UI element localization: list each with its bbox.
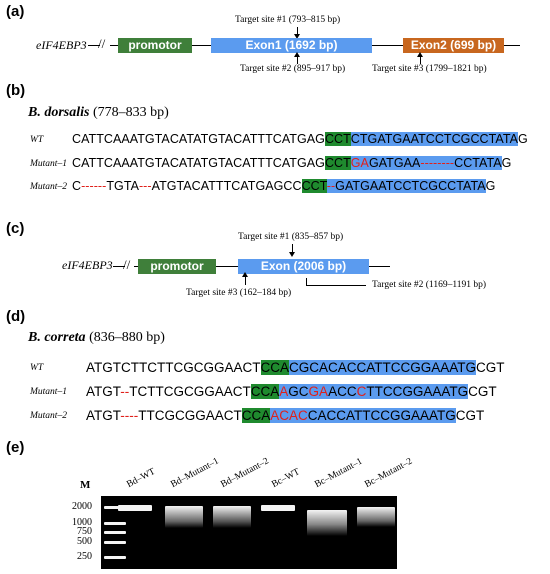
ladder-250: 250 xyxy=(77,551,92,562)
row-label-mutant-1-d: Mutant–1 xyxy=(30,387,67,397)
promotor-box-c: promotor xyxy=(138,259,216,274)
ladder-2000: 2000 xyxy=(72,501,92,512)
gene-name: eIF4EBP3 xyxy=(36,38,87,52)
gel-image xyxy=(101,496,397,569)
band-bc-wt xyxy=(261,505,295,511)
ladder-1000: 1000 xyxy=(72,517,92,528)
band-bd-mutant-1 xyxy=(165,506,203,528)
exon-box-c: Exon (2006 bp) xyxy=(238,259,369,274)
row-label-mutant-1: Mutant–1 xyxy=(30,159,67,169)
band-bd-mutant-2 xyxy=(213,506,251,528)
gene-line-start xyxy=(88,45,100,47)
sequence-mutant-2-d: ATGT----TTCGCGGAACTCCAACACCACCATTCCGGAAA… xyxy=(86,408,485,423)
panel-e-label: (e) xyxy=(6,439,25,456)
target-3-arrow-c xyxy=(241,272,249,285)
sequence-mutant-2: C------TGTA---ATGTACATTTCATGAGCCCCT--GAT… xyxy=(72,179,496,193)
row-label-mutant-2-d: Mutant–2 xyxy=(30,411,67,421)
lane-label-5: Bc–Mutant–1 xyxy=(313,456,365,490)
species-title-bd: B. dorsalis (778–833 bp) xyxy=(28,105,169,121)
species-title-bc: B. correta (836–880 bp) xyxy=(28,330,165,346)
gene-name-c: eIF4EBP3 xyxy=(62,258,113,272)
species-name-bc: B. correta xyxy=(28,330,86,345)
lane-label-4: Bc–WT xyxy=(270,467,302,490)
panel-d-label: (d) xyxy=(6,308,26,325)
sequence-mutant-1-d: ATGT--TCTTCGCGGAACTCCAAGCGAACCCTTCCGGAAA… xyxy=(86,384,497,399)
lane-label-6: Bc–Mutant–2 xyxy=(363,456,415,490)
target-site-1-label: Target site #1 (793–815 bp) xyxy=(235,15,341,25)
ladder-band-2000 xyxy=(104,506,126,509)
ladder-500: 500 xyxy=(77,536,92,547)
break-mark: // xyxy=(98,36,106,51)
break-mark-c: // xyxy=(123,257,131,272)
ladder-band-250 xyxy=(104,556,126,559)
ladder-750: 750 xyxy=(77,526,92,537)
panel-b-label: (b) xyxy=(6,82,26,99)
target-2-pointer-horizontal xyxy=(306,285,366,287)
gene-line-start-c xyxy=(113,266,125,268)
target-3-arrow xyxy=(416,52,424,64)
target-1-arrow xyxy=(293,27,301,39)
band-bc-mutant-2 xyxy=(357,507,395,527)
lane-label-2: Bd–Mutant–1 xyxy=(169,456,221,490)
promotor-box: promotor xyxy=(118,38,192,53)
marker-label: M xyxy=(80,479,91,491)
target-site-3-label-c: Target site #3 (162–184 bp) xyxy=(186,288,292,298)
band-bd-wt xyxy=(118,505,152,511)
band-bc-mutant-1 xyxy=(307,510,347,536)
ladder-band-500 xyxy=(104,541,126,544)
sequence-mutant-1: CATTCAAATGTACATATGTACATTTCATGAGCCTGAGATG… xyxy=(72,156,512,170)
lane-label-3: Bd–Mutant–2 xyxy=(219,456,271,490)
row-label-mutant-2: Mutant–2 xyxy=(30,182,67,192)
lane-label-1: Bd–WT xyxy=(125,466,158,490)
panel-c-label: (c) xyxy=(6,220,25,237)
target-site-1-label-c: Target site #1 (835–857 bp) xyxy=(238,232,344,242)
sequence-wt: CATTCAAATGTACATATGTACATTTCATGAGCCTCTGATG… xyxy=(72,132,528,146)
exon1-box: Exon1 (1692 bp) xyxy=(211,38,372,53)
row-label-wt-d: WT xyxy=(30,363,44,373)
row-label-wt: WT xyxy=(30,135,44,145)
ladder-band-1000 xyxy=(104,522,126,525)
target-2-pointer-vertical xyxy=(306,278,308,286)
species-range: (778–833 bp) xyxy=(92,105,169,120)
target-site-3-label: Target site #3 (1799–1821 bp) xyxy=(372,64,487,74)
species-range-bc: (836–880 bp) xyxy=(89,330,165,345)
target-site-2-label-c: Target site #2 (1169–1191 bp) xyxy=(372,280,487,290)
sequence-wt-d: ATGTCTTCTTCGCGGAACTCCACGCACACCATTCCGGAAA… xyxy=(86,360,505,375)
panel-a-label: (a) xyxy=(6,3,25,20)
exon2-box: Exon2 (699 bp) xyxy=(403,38,504,53)
target-site-2-label: Target site #2 (895–917 bp) xyxy=(240,64,346,74)
target-1-arrow-c xyxy=(288,244,296,257)
species-name: B. dorsalis xyxy=(28,105,90,120)
ladder-band-750 xyxy=(104,531,126,534)
target-2-arrow xyxy=(293,52,301,64)
